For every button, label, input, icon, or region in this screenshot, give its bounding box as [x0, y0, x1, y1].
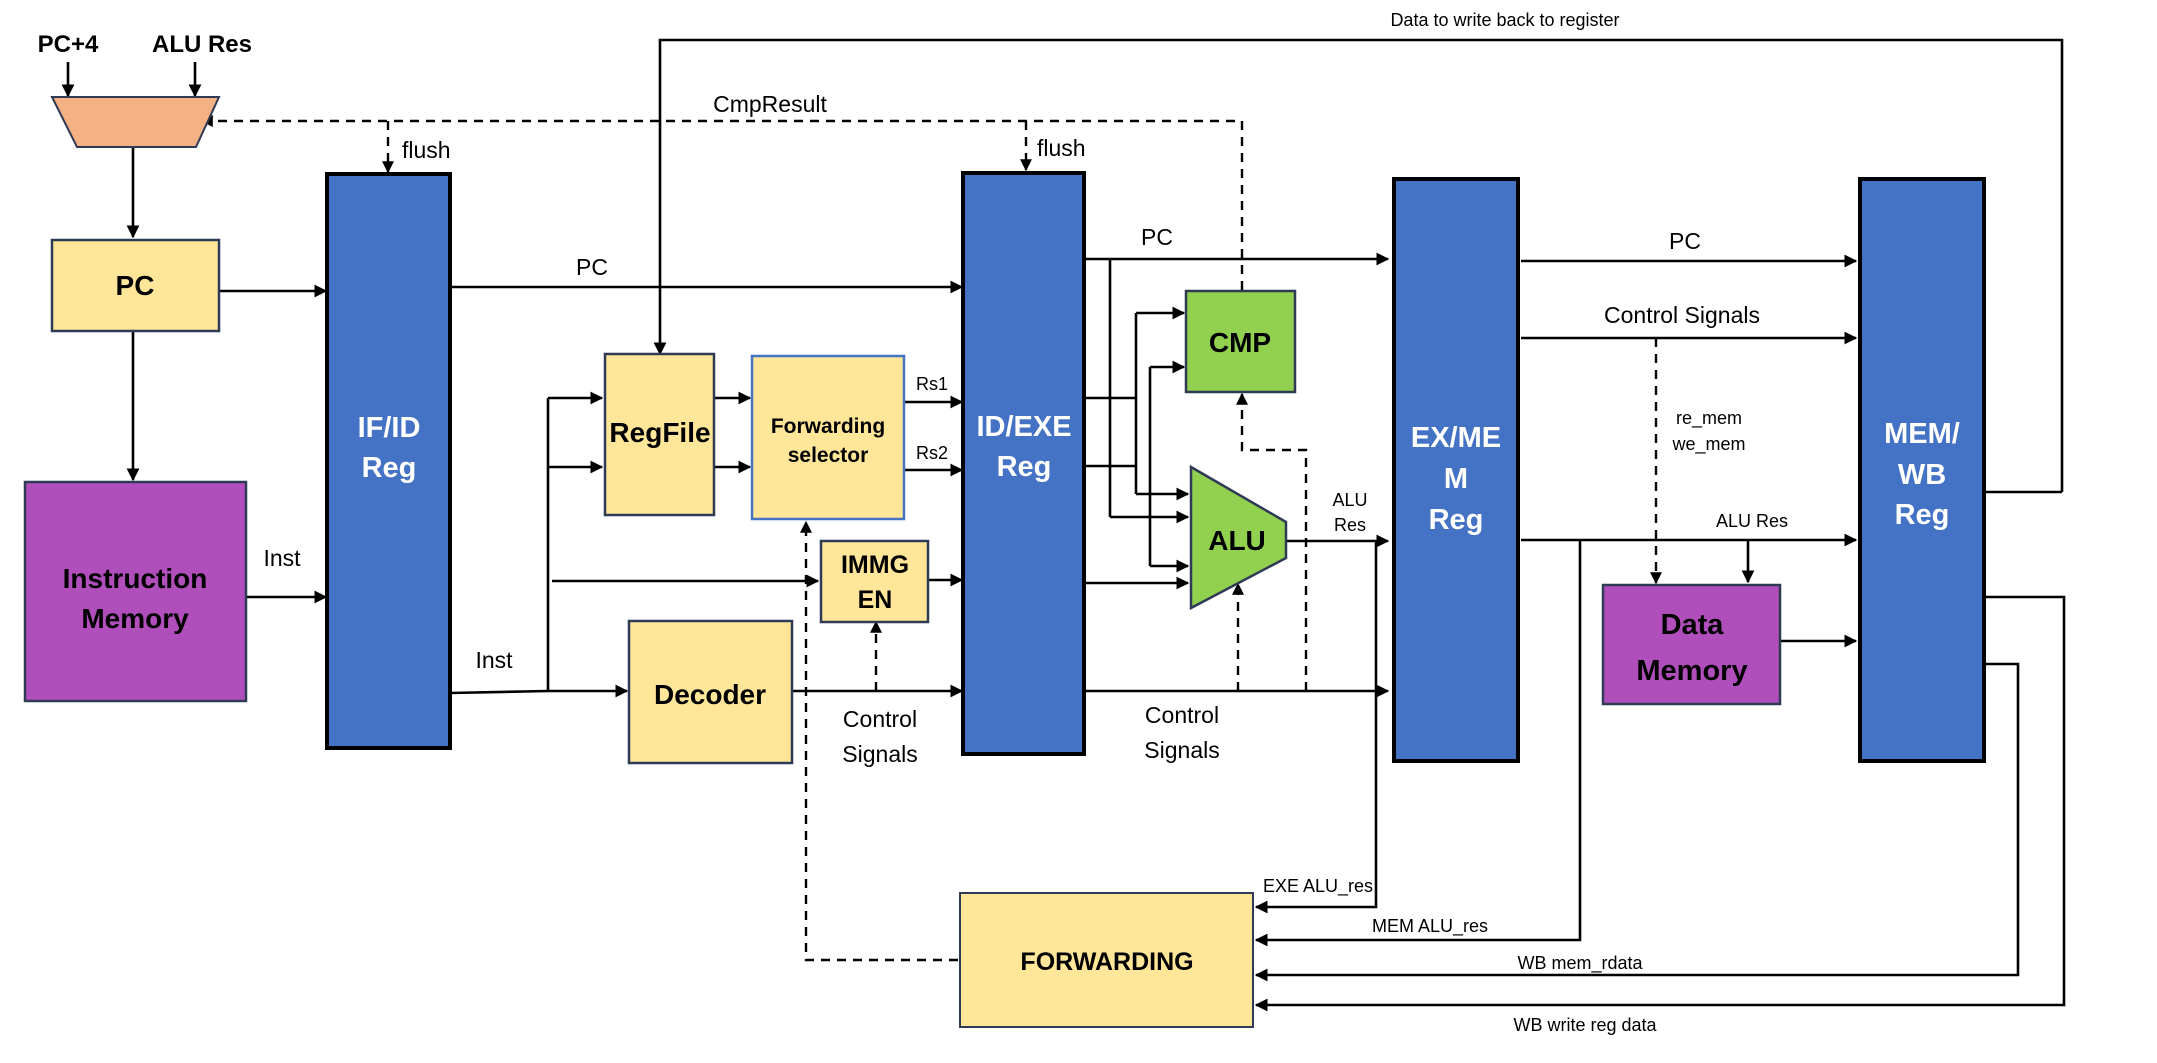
data-memory-block: Data Memory [1601, 583, 1782, 706]
pc-plus-4-label: PC+4 [38, 31, 99, 58]
id-exe-register: ID/EXE Reg [961, 171, 1086, 756]
pc-block: PC [50, 238, 221, 333]
pc-ifid-label: PC [576, 254, 608, 280]
alu-block: ALU [1189, 464, 1288, 611]
mem-wb-label-1: MEM/ [1884, 418, 1960, 450]
regfile-block: RegFile [603, 352, 716, 517]
mem-wb-label-3: Reg [1895, 499, 1950, 531]
pc-exmem-label: PC [1669, 228, 1701, 254]
rs2-label: Rs2 [916, 443, 948, 463]
if-id-label-1: IF/ID [358, 412, 421, 444]
mem-wb-label-2: WB [1898, 459, 1946, 491]
alu-res-exmem-label: ALU Res [1716, 511, 1788, 531]
control-signals-decoder-2: Signals [842, 741, 917, 767]
pc-idexe-label: PC [1141, 224, 1173, 250]
immgen-label-1: IMMG [841, 551, 909, 579]
signal-labels: PC+4 ALU Res Data to write back to regis… [38, 10, 1788, 1035]
re-mem-label: re_mem [1676, 408, 1742, 429]
flush-idexe-label: flush [1037, 135, 1086, 161]
cmp-block: CMP [1184, 289, 1297, 394]
inst-ifid-label: Inst [475, 647, 513, 673]
forwarding-block: FORWARDING [959, 892, 1254, 1028]
data-memory-label-1: Data [1661, 609, 1725, 641]
immgen-label-2: EN [858, 586, 893, 614]
inst-imem-label: Inst [263, 545, 301, 571]
forwarding-selector-label-2: selector [788, 444, 869, 467]
alu-res-small-2: Res [1334, 515, 1366, 535]
flush-ifid-label: flush [402, 137, 451, 163]
ex-mem-label-1: EX/ME [1411, 422, 1501, 454]
pc-label: PC [116, 270, 155, 301]
forwarding-selector-block: Forwarding selector [750, 354, 906, 521]
we-mem-label: we_mem [1671, 434, 1745, 455]
instruction-memory-block: Instruction Memory [23, 480, 248, 703]
cmp-label: CMP [1209, 327, 1271, 358]
wires [61, 38, 2066, 1012]
control-signals-exmem: Control Signals [1604, 302, 1760, 328]
if-id-label-2: Reg [362, 452, 417, 484]
control-signals-idexe-1: Control [1145, 702, 1219, 728]
if-id-register: IF/ID Reg [325, 172, 452, 750]
alu-res-top-label: ALU Res [152, 31, 252, 58]
data-memory-label-2: Memory [1636, 655, 1747, 687]
id-exe-label-1: ID/EXE [976, 411, 1071, 443]
alu-label: ALU [1208, 525, 1266, 556]
decoder-label: Decoder [654, 679, 766, 710]
data-writeback-label: Data to write back to register [1390, 10, 1619, 30]
instruction-memory-label-1: Instruction [63, 563, 208, 594]
wb-write-reg-data-label: WB write reg data [1513, 1015, 1657, 1035]
control-signals-decoder-1: Control [843, 706, 917, 732]
exe-alu-res-label: EXE ALU_res [1263, 876, 1373, 897]
pc-mux [50, 96, 221, 148]
forwarding-selector-label-1: Forwarding [771, 415, 885, 438]
decoder-block: Decoder [627, 619, 794, 765]
dashed-wires [200, 115, 1662, 962]
forwarding-label: FORWARDING [1020, 948, 1193, 976]
control-signals-idexe-2: Signals [1144, 737, 1219, 763]
rs1-label: Rs1 [916, 374, 948, 394]
alu-res-small-1: ALU [1332, 490, 1367, 510]
immgen-block: IMMG EN [819, 539, 930, 624]
id-exe-label-2: Reg [997, 451, 1052, 483]
ex-mem-label-2: M [1444, 463, 1468, 495]
mem-alu-res-label: MEM ALU_res [1372, 916, 1488, 937]
regfile-label: RegFile [609, 417, 710, 448]
instruction-memory-label-2: Memory [81, 603, 189, 634]
cmp-result-label: CmpResult [713, 91, 827, 117]
mem-wb-register: MEM/ WB Reg [1858, 177, 1986, 763]
ex-mem-register: EX/ME M Reg [1392, 177, 1520, 763]
ex-mem-label-3: Reg [1429, 504, 1484, 536]
wb-mem-rdata-label: WB mem_rdata [1517, 953, 1643, 974]
